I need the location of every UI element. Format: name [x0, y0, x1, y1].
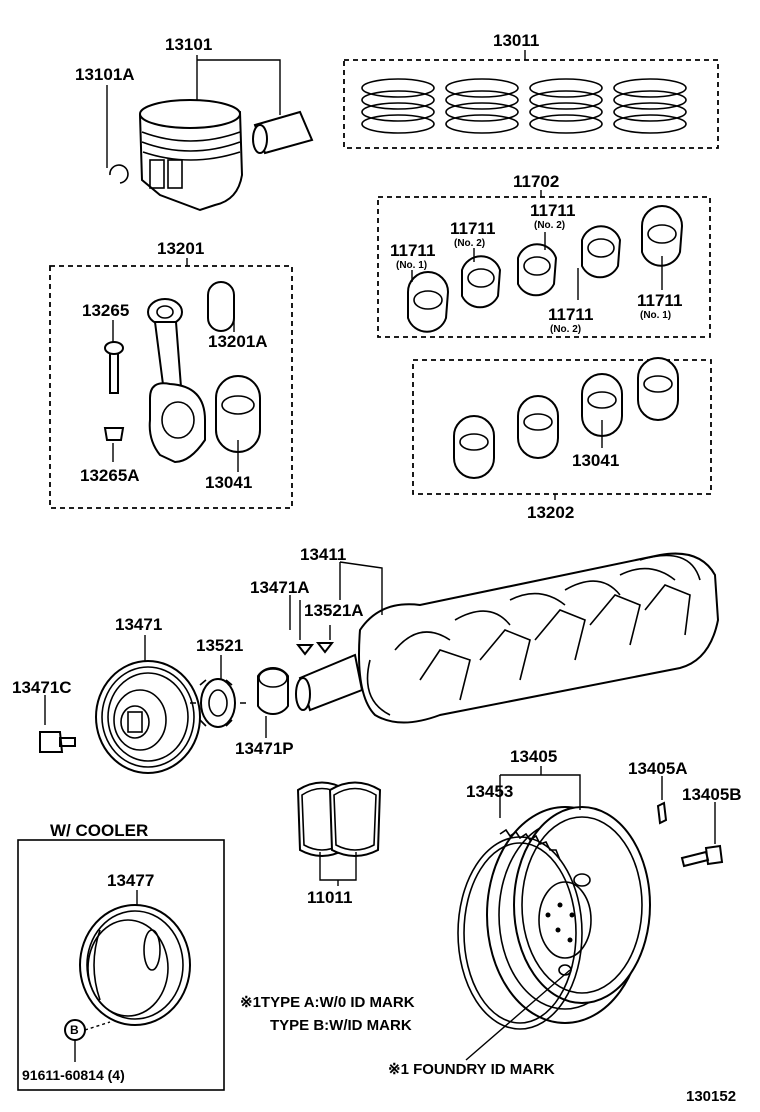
label-11711-e-sub: (No. 1) [640, 310, 671, 321]
label-13041-b: 13041 [572, 451, 619, 470]
label-11702: 11702 [513, 172, 559, 191]
cooler-box [17, 839, 225, 1091]
ring-set-box [343, 59, 719, 149]
leader-13411 [289, 561, 383, 640]
piston-ring-sets [361, 78, 687, 134]
label-11711-e: 11711 [637, 291, 682, 310]
piston-pin-end [252, 124, 268, 154]
label-11711-a: 11711 [390, 241, 435, 260]
rod-bearing-box [412, 359, 712, 495]
piston-ring-groove-2 [141, 141, 241, 152]
key-13471a [295, 644, 315, 656]
main-bearing-box [377, 196, 711, 338]
label-13011: 13011 [493, 31, 539, 50]
label-91611: 91611-60814 (4) [22, 1067, 125, 1083]
snap-ring [109, 164, 129, 184]
label-13201: 13201 [157, 239, 204, 258]
label-13521: 13521 [196, 636, 243, 655]
label-13477: 13477 [107, 871, 154, 890]
label-13411: 13411 [300, 545, 346, 564]
leader-13405 [499, 766, 581, 818]
piston-boss-left [149, 159, 165, 189]
label-13471a: 13471A [250, 578, 310, 597]
label-13101: 13101 [165, 35, 212, 54]
drive-plate [486, 806, 651, 1024]
crank-spacer [257, 667, 289, 715]
leader-13101 [196, 55, 281, 115]
label-13471c: 13471C [12, 678, 72, 697]
cooler-pulley-13477 [79, 904, 191, 1026]
crank-pulley [95, 660, 201, 774]
label-11711-b: 11711 [450, 219, 495, 238]
label-11711-b-sub: (No. 2) [454, 238, 485, 249]
label-13471p: 13471P [235, 739, 294, 758]
thrust-washers [296, 781, 382, 857]
label-13265a: 13265A [80, 466, 140, 485]
crankshaft [295, 552, 720, 724]
label-11711-d-sub: (No. 2) [550, 324, 581, 335]
rod-bearings [453, 357, 679, 479]
piston-boss-right [167, 159, 183, 189]
piston-assembly [109, 99, 314, 212]
key-13521a [315, 642, 335, 654]
label-11711-a-sub: (No. 1) [396, 260, 427, 271]
note-foundry: ※1 FOUNDRY ID MARK [388, 1061, 555, 1078]
bolt-13405b [680, 844, 724, 868]
label-13453: 13453 [466, 782, 513, 801]
label-13201a: 13201A [208, 332, 268, 351]
crank-timing-gear [190, 678, 246, 728]
con-rod-box [49, 265, 293, 509]
label-13521a: 13521A [304, 601, 364, 620]
pulley-bolt-13471c [39, 731, 76, 753]
ring-gear-13453 [457, 828, 583, 1030]
leaders-con-rod [112, 318, 239, 472]
label-13405: 13405 [510, 747, 557, 766]
label-11711-c-sub: (No. 2) [534, 220, 565, 231]
leader-marker-b [84, 1021, 111, 1031]
label-w-cooler: W/ COOLER [50, 821, 148, 840]
piston-ring-groove-3 [142, 151, 241, 161]
dowel-pin-13405a [656, 801, 668, 825]
label-13471: 13471 [115, 615, 162, 634]
label-13265: 13265 [82, 301, 129, 320]
leader-foundry [465, 969, 571, 1061]
label-13202: 13202 [527, 503, 574, 522]
note-type-a: ※1TYPE A:W/0 ID MARK [240, 994, 415, 1011]
piston-crown [139, 99, 241, 129]
figure-number: 130152 [686, 1088, 736, 1105]
piston-ring-groove-1 [141, 131, 241, 142]
label-13041-a: 13041 [205, 473, 252, 492]
note-type-b: TYPE B:W/ID MARK [270, 1017, 412, 1034]
label-13405a: 13405A [628, 759, 688, 778]
label-13101a: 13101A [75, 65, 135, 84]
marker-b: B [70, 1023, 79, 1037]
label-11711-c: 11711 [530, 201, 575, 220]
main-bearings [407, 205, 684, 333]
leaders-11711 [411, 232, 663, 300]
label-13405b: 13405B [682, 785, 742, 804]
label-11711-d: 11711 [548, 305, 593, 324]
label-11011: 11011 [307, 888, 352, 907]
